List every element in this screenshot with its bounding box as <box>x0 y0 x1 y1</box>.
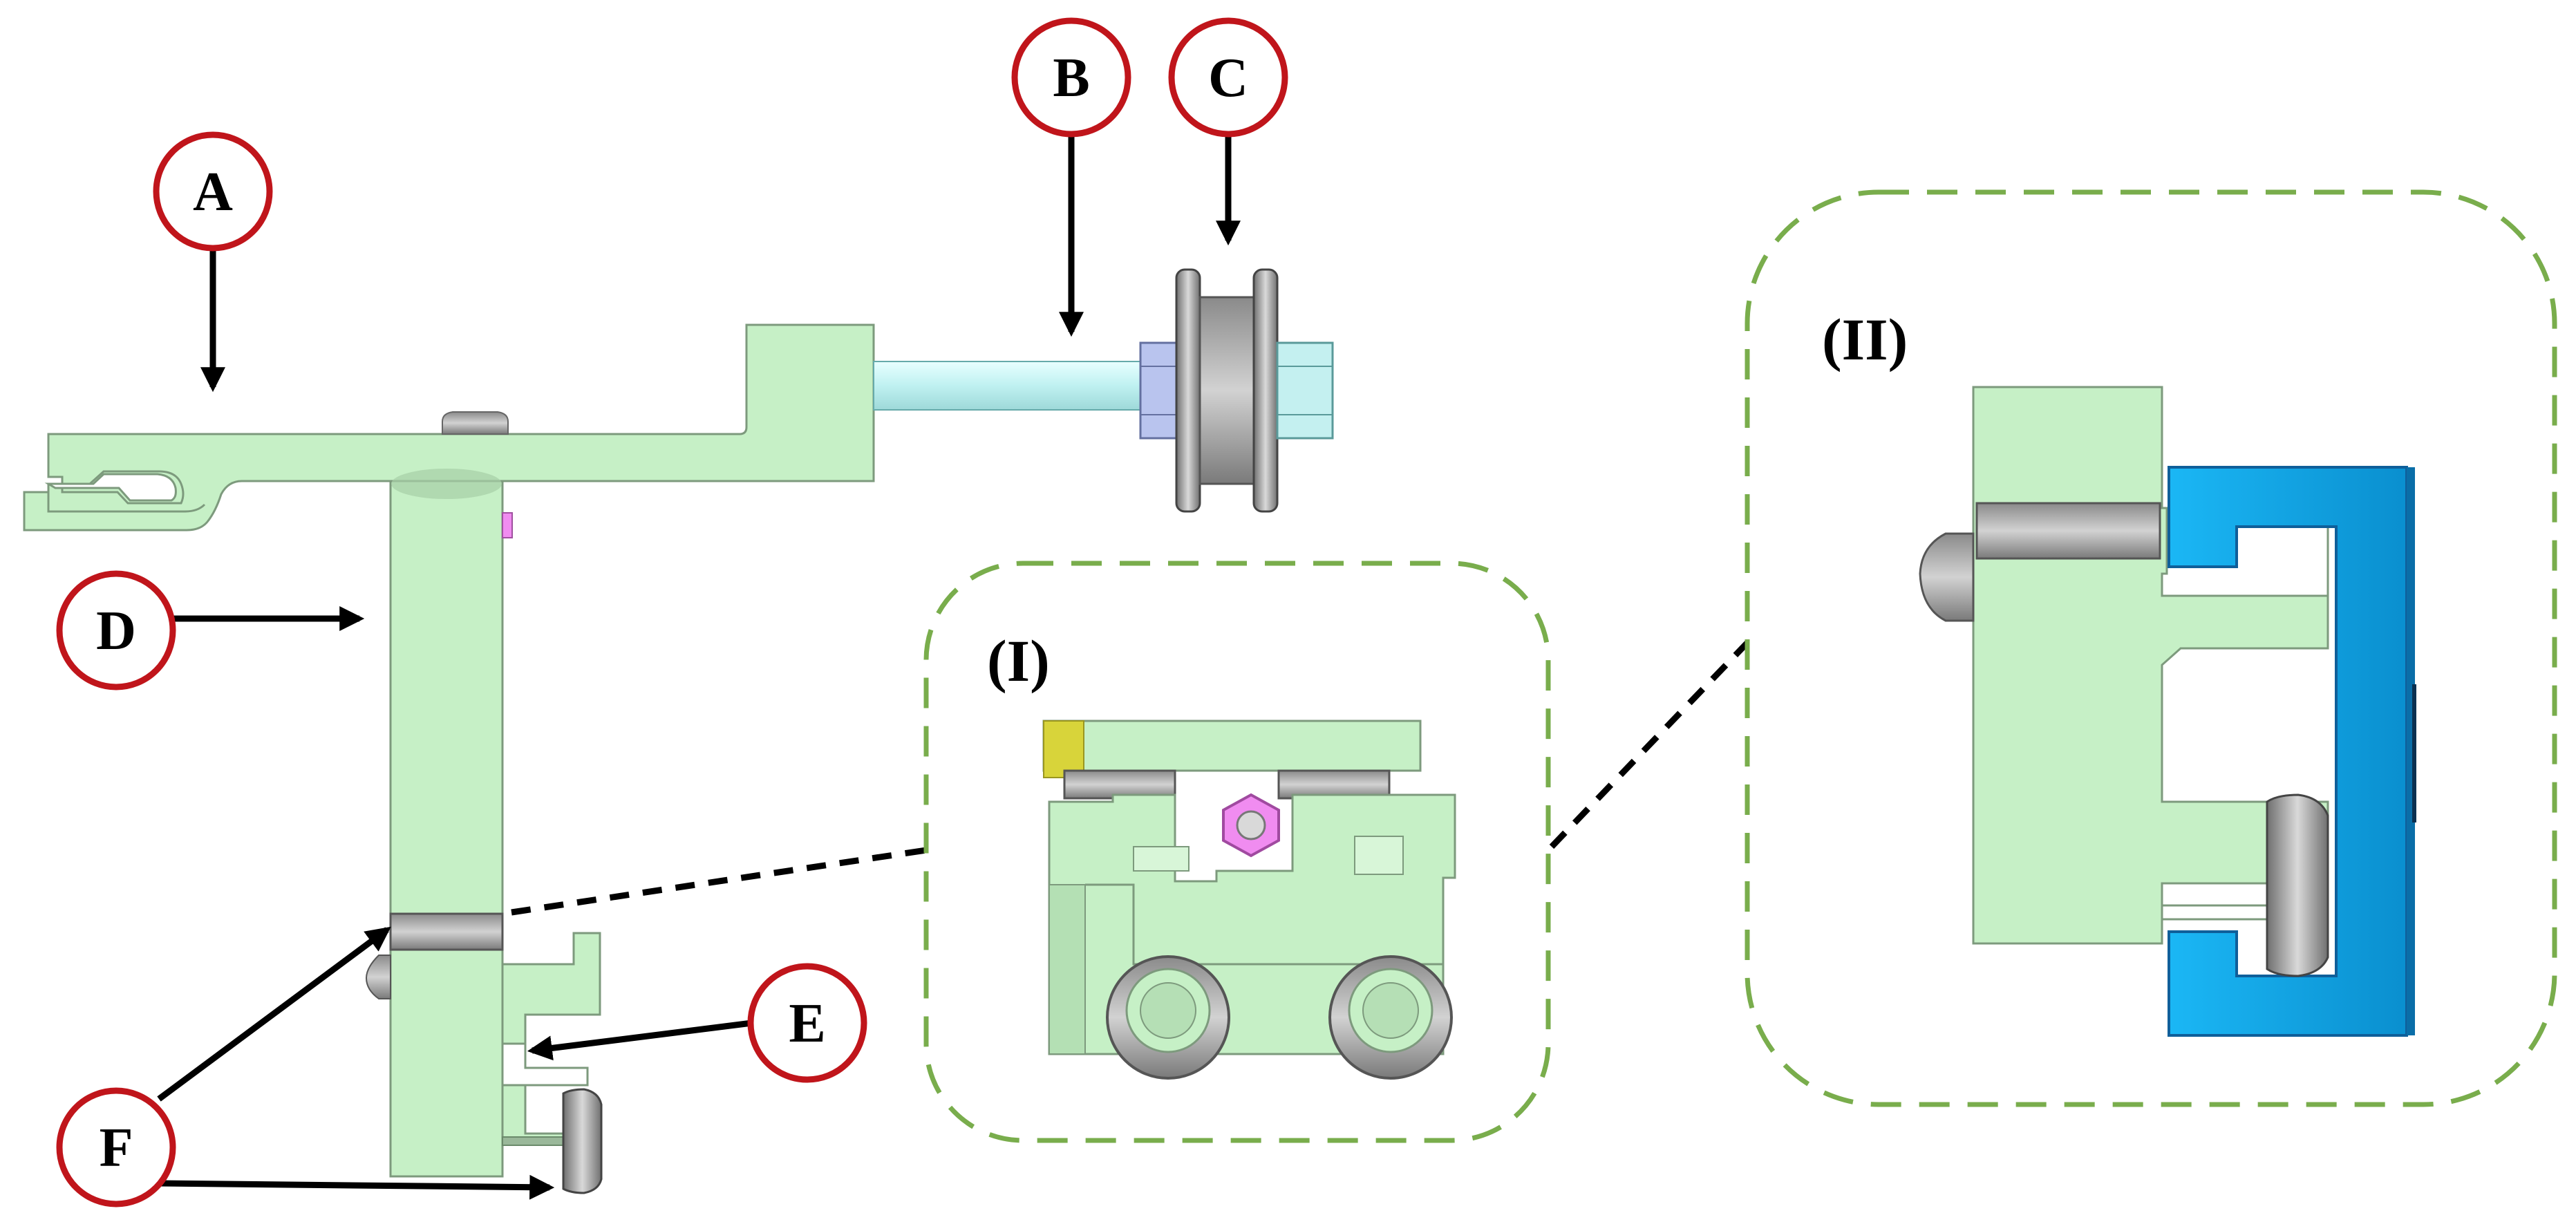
callout-circles: A B C D E F <box>56 17 1288 1207</box>
rod-nut-left <box>1139 341 1178 440</box>
screw-head-top <box>442 411 509 435</box>
callout-f-label: F <box>100 1118 133 1178</box>
column-shadow <box>391 469 502 499</box>
arrow-f-upper <box>157 926 391 1102</box>
callout-a: A <box>153 131 273 252</box>
callout-e: E <box>747 963 867 1083</box>
arrow-e <box>527 1019 753 1061</box>
connector-ii <box>1549 640 1750 849</box>
bottom-bearing-axle <box>502 1136 565 1146</box>
arrow-f-lower <box>158 1174 555 1200</box>
callout-e-label: E <box>789 993 825 1054</box>
rod <box>873 361 1145 411</box>
vertical-column <box>389 480 504 1178</box>
callout-d-label: D <box>96 601 136 661</box>
rod-nut-right <box>1276 341 1334 440</box>
main-assembly <box>23 268 1334 1194</box>
lower-hook-bracket <box>501 932 601 1045</box>
callout-f: F <box>56 1087 176 1207</box>
column-ring <box>389 912 504 951</box>
callout-c-label: C <box>1208 48 1248 109</box>
callout-b: B <box>1011 17 1131 138</box>
inset-i-label: (I) <box>987 628 1050 694</box>
callout-c: C <box>1168 17 1288 138</box>
arm-slot <box>44 473 177 502</box>
magenta-nub <box>502 512 513 538</box>
inset-i-wheel-left <box>1106 955 1230 1080</box>
callout-a-label: A <box>193 162 233 223</box>
side-knob <box>365 955 391 999</box>
yellow-marker <box>1043 720 1084 778</box>
callout-arrows <box>157 135 1241 1200</box>
inset-i: (I) <box>923 561 1551 1143</box>
arm-lower-lip <box>24 491 206 513</box>
connector-i <box>511 847 927 916</box>
top-arm <box>23 323 875 532</box>
inset-ii-label: (II) <box>1822 306 1908 373</box>
v-groove-wheel <box>1175 268 1279 513</box>
bottom-bearing <box>562 1088 603 1194</box>
inset-i-wheel-right <box>1328 955 1453 1080</box>
callout-b-label: B <box>1053 48 1089 109</box>
inset-ii: (II) <box>1745 189 2557 1107</box>
connector-lines <box>511 640 1750 916</box>
callout-d: D <box>56 570 176 690</box>
